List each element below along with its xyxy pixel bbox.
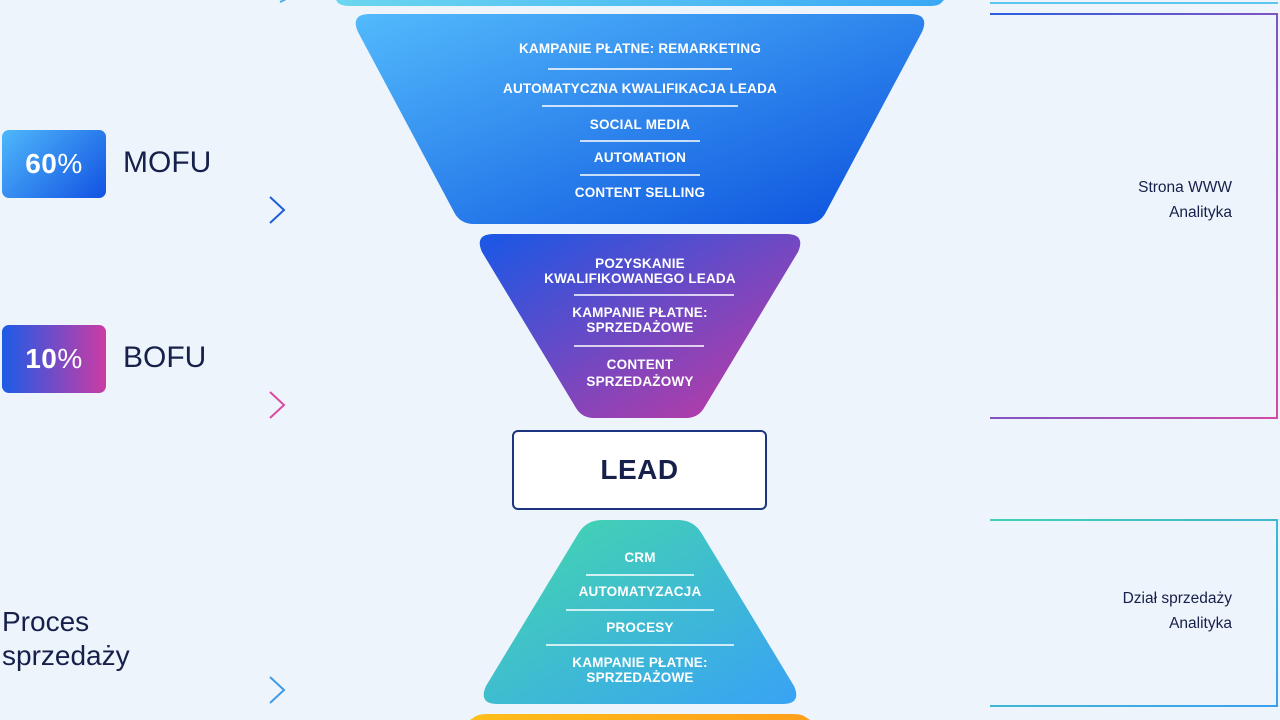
bofu-separator bbox=[574, 294, 734, 296]
sales-tools-line1: Dział sprzedaży bbox=[1122, 590, 1232, 607]
bofu-item-line: KAMPANIE PŁATNE: bbox=[572, 305, 708, 320]
sales-tools-label: Dział sprzedaży Analityka bbox=[1123, 586, 1232, 636]
arrow-top bbox=[279, 0, 287, 3]
sales-item-automation: AUTOMATYZACJA bbox=[578, 584, 702, 599]
sales-item-line: SPRZEDAŻOWE bbox=[586, 670, 694, 685]
bofu-item-line: KWALIFIKOWANEGO LEADA bbox=[544, 271, 736, 286]
marketing-tools-label: Strona WWW Analityka bbox=[1138, 175, 1232, 225]
sales-separator bbox=[586, 574, 694, 576]
lead-box: LEAD bbox=[512, 430, 767, 510]
bofu-separator bbox=[574, 345, 704, 347]
arrow-bofu bbox=[0, 391, 286, 419]
bofu-percent-sign: % bbox=[57, 343, 83, 374]
sales-process-line2: sprzedaży bbox=[2, 640, 130, 671]
mofu-item-remarketing: KAMPANIE PŁATNE: REMARKETING bbox=[518, 41, 762, 56]
bofu-item-line: SPRZEDAŻOWY bbox=[586, 374, 694, 389]
sales-tools-line2: Analityka bbox=[1169, 615, 1232, 632]
next-stage-peek bbox=[470, 714, 810, 720]
bracket-sales bbox=[990, 519, 1278, 707]
sales-separator bbox=[546, 644, 734, 646]
previous-stage-peek bbox=[336, 0, 944, 6]
mofu-percent-sign: % bbox=[57, 148, 83, 179]
bofu-percent-badge: 10% bbox=[2, 325, 106, 393]
bracket-marketing bbox=[990, 13, 1278, 419]
marketing-tools-line1: Strona WWW bbox=[1138, 179, 1232, 196]
mofu-item-content-selling: CONTENT SELLING bbox=[574, 185, 706, 200]
sales-separator bbox=[566, 609, 714, 611]
bofu-item-line: SPRZEDAŻOWE bbox=[586, 320, 694, 335]
mofu-percent-badge: 60% bbox=[2, 130, 106, 198]
mofu-separator bbox=[548, 68, 732, 70]
mofu-item-automation: AUTOMATION bbox=[593, 150, 687, 165]
sales-item-processes: PROCESY bbox=[606, 620, 674, 635]
mofu-percent-value: 60 bbox=[25, 148, 58, 179]
bofu-percent-value: 10 bbox=[25, 343, 58, 374]
mofu-stage-label: MOFU bbox=[123, 146, 212, 179]
mofu-separator bbox=[542, 105, 738, 107]
mofu-separator bbox=[580, 140, 700, 142]
mofu-funnel-segment bbox=[355, 14, 925, 224]
sales-process-line1: Proces bbox=[2, 606, 90, 637]
mofu-item-social-media: SOCIAL MEDIA bbox=[589, 117, 691, 132]
mofu-item-lead-qualification: AUTOMATYCZNA KWALIFIKACJA LEADA bbox=[503, 81, 777, 96]
arrow-mofu bbox=[0, 196, 286, 224]
sales-item-crm: CRM bbox=[624, 550, 656, 565]
bofu-stage-label: BOFU bbox=[123, 341, 207, 374]
mofu-separator bbox=[580, 174, 700, 176]
arrow-sales bbox=[0, 676, 286, 704]
bofu-funnel-segment bbox=[479, 234, 801, 418]
bofu-item-line: CONTENT bbox=[606, 357, 674, 372]
sales-item-line: KAMPANIE PŁATNE: bbox=[572, 655, 708, 670]
sales-process-label: Proces sprzedaży bbox=[2, 605, 130, 673]
marketing-tools-line2: Analityka bbox=[1169, 204, 1232, 221]
sales-funnel-segment bbox=[483, 520, 797, 704]
bofu-item-line: POZYSKANIE bbox=[595, 256, 685, 271]
